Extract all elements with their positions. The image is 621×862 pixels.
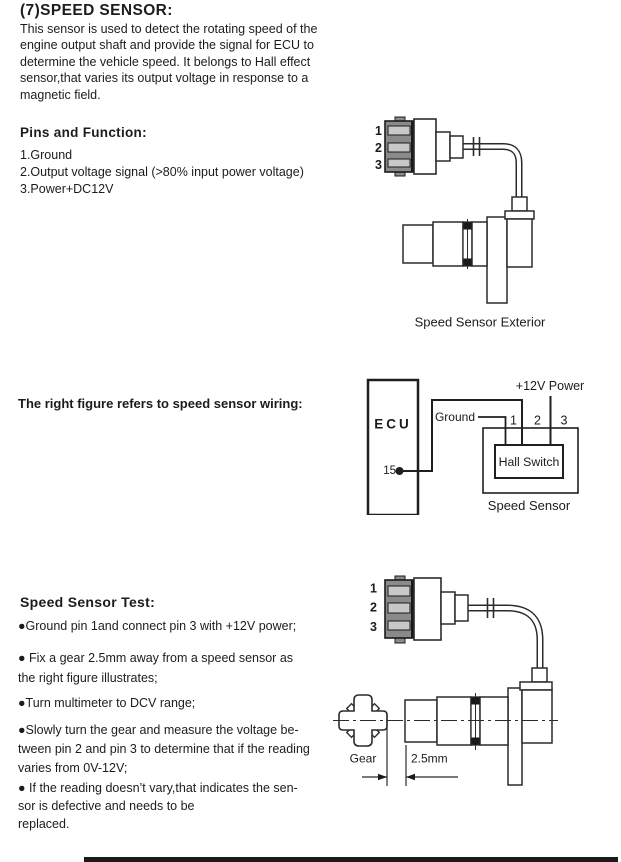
gear-label: Gear [350,752,377,766]
ground-label: Ground [435,410,475,424]
cable-stub [531,667,548,683]
test-bullet: ●Turn multimeter to DCV range; [18,696,195,710]
connector-rim [411,121,414,172]
text-line: varies from 0V-12V; [18,761,128,775]
dimension-arrow [378,773,387,781]
pin-function-item: 1.Ground [20,148,73,162]
pin-number-label: 1 [370,582,377,596]
connector-slot [387,158,411,168]
pin-number-label: 3 [561,414,568,428]
sensor-body [506,218,533,268]
ecu-box [366,378,420,515]
sensor-barrel [471,221,488,267]
sensor-cap [504,210,535,220]
text-line: tween pin 2 and pin 3 to determine that … [18,742,310,756]
gap-dimension-label: 2.5mm [411,752,448,766]
sensor-body [521,689,553,744]
cable-stub [511,196,528,212]
text-line: ●Slowly turn the gear and measure the vo… [18,723,299,737]
text-line: determine the vehicle speed. It belongs … [20,54,311,69]
text-line: ●Ground pin 1and connect pin 3 with +12V… [18,619,297,633]
pin-number-label: 1 [375,124,382,138]
sensor-cable [463,143,523,198]
text-line: ● If the reading doesn’t vary,that indic… [18,781,298,795]
connector-slot [387,585,411,597]
sensor-cable [468,604,544,668]
o-ring-mark [463,258,472,266]
intro-paragraph: This sensor is used to detect the rotati… [20,21,317,103]
o-ring-mark [463,222,472,230]
test-bullet: ●Slowly turn the gear and measure the vo… [18,721,310,778]
connector-step [449,135,464,159]
sensor-cap [519,681,553,691]
pin-function-item: 3.Power+DC12V [20,182,114,197]
dimension-arrow [406,773,415,781]
ground-wire [478,416,507,445]
pins-heading: Pins and Function: [20,125,147,140]
wiring-note: The right figure refers to speed sensor … [18,396,303,411]
page-bottom-scan-bar [84,857,618,862]
connector-step [440,591,456,625]
speed-sensor-box [482,427,579,494]
connector-step [435,131,451,162]
power-label: +12V Power [516,379,584,393]
ecu-label: ECU [374,417,412,432]
text-line: engine output shaft and provide the sign… [20,38,314,53]
connector-step [454,594,469,622]
sensor-cable-core [468,606,542,668]
figure-speed-sensor-wiring: ECU 15 Ground +12V Power Hall Switch 1 2… [366,378,584,515]
connector-slot [387,602,411,614]
sensor-barrel [432,221,464,267]
hall-switch-box [494,444,564,479]
o-ring-mark [471,737,480,745]
pin-number-label: 2 [534,414,541,428]
pin-number-label: 1 [510,414,517,428]
pin-number-label: 3 [375,158,382,172]
pins-list: 1.Ground 2.Output voltage signal (>80% i… [20,147,304,199]
figure-caption: Speed Sensor Exterior [415,315,546,330]
connector-slot [387,125,411,136]
test-bullet: ● If the reading doesn’t vary,that indic… [18,779,298,833]
connector-shell [413,577,442,641]
sensor-flange [507,687,523,786]
hall-switch-label: Hall Switch [499,455,560,469]
text-line: ●Turn multimeter to DCV range; [18,696,196,710]
figure-speed-sensor-exterior: 1 2 3 Speed Sensor Exterior [375,116,546,330]
pin-number-label: 2 [370,601,377,615]
test-heading: Speed Sensor Test: [20,594,156,610]
o-ring-mark [471,697,480,705]
sensor-flange [486,216,508,304]
sensor-barrel [402,224,434,264]
figure-speed-sensor-test: 1 2 3 Gear 2.5mm [333,575,558,786]
figure-caption: Speed Sensor [488,498,571,513]
test-bullet: ●Ground pin 1and connect pin 3 with +12V… [18,619,296,633]
connector-slot [387,620,411,631]
text-line: ● Fix a gear 2.5mm away from a speed sen… [18,651,294,665]
connector-shell [413,118,437,175]
pin-function-item: 2.Output voltage signal (>80% input powe… [20,165,304,180]
section-title: (7)SPEED SENSOR: [20,2,173,19]
ecu-pin-dot [395,467,404,475]
ecu-pin-number: 15 [383,465,396,477]
text-line: sor is defective and needs to be [18,799,195,813]
text-line: magnetic field. [20,87,101,102]
connector-rim [411,580,414,638]
text-line: This sensor is used to detect the rotati… [20,22,318,36]
pin-number-label: 2 [375,141,382,155]
text-line: sensor,that varies its output voltage in… [20,71,309,86]
signal-wire [399,399,523,472]
sensor-cable-core [463,144,521,198]
connector-slot [387,142,411,153]
text-line: replaced. [18,817,70,831]
test-bullet: ● Fix a gear 2.5mm away from a speed sen… [18,648,293,688]
pin-number-label: 3 [370,620,377,634]
text-line: the right figure illustrates; [18,671,158,685]
